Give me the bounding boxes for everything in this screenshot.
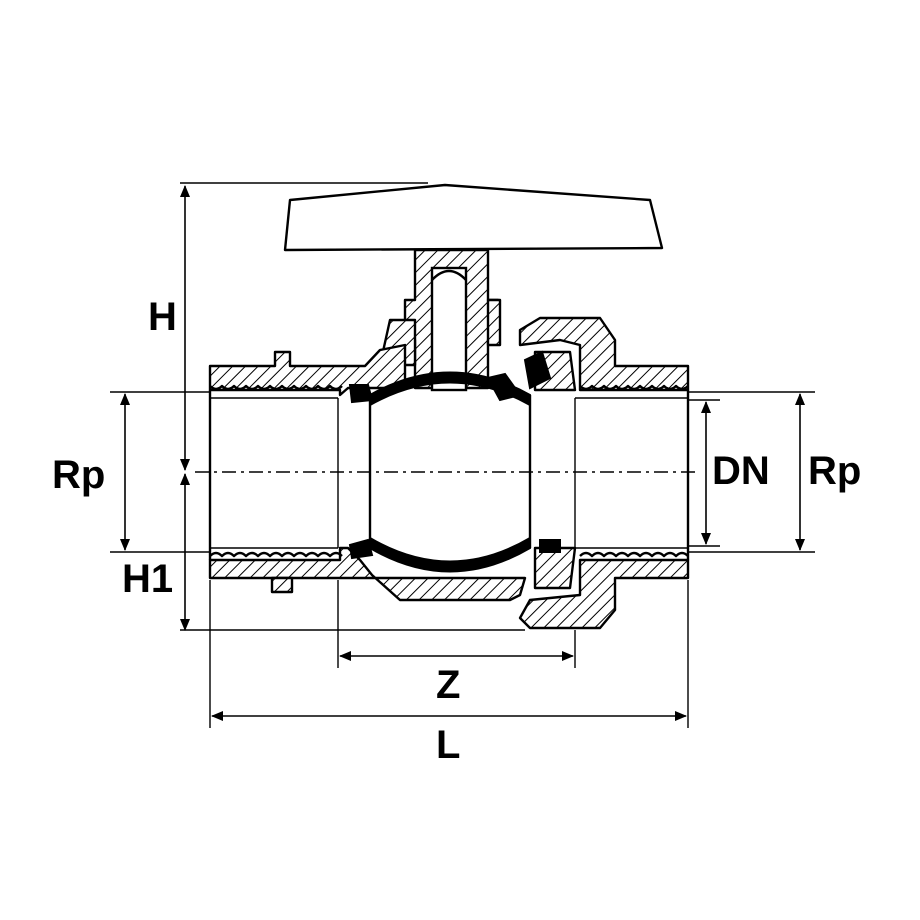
left-end-top [208, 343, 407, 397]
extension-lines [110, 391, 815, 728]
label-z: Z [436, 663, 460, 707]
label-h: H [148, 295, 177, 339]
label-h1: H1 [122, 557, 173, 601]
label-rp-right: Rp [808, 449, 861, 493]
bore-lines [195, 390, 700, 560]
left-end-bottom [208, 546, 527, 602]
valve-ball [348, 371, 561, 573]
right-end-bottom [518, 546, 690, 630]
right-end-top [518, 316, 690, 392]
valve-stem [378, 248, 502, 392]
label-dn: DN [712, 449, 770, 493]
label-rp-left: Rp [52, 453, 105, 497]
dimension-lines [120, 185, 805, 721]
label-l: L [436, 723, 460, 767]
valve-handle [180, 182, 664, 252]
dimension-labels: H H1 Rp DN Rp Z L [52, 295, 861, 767]
